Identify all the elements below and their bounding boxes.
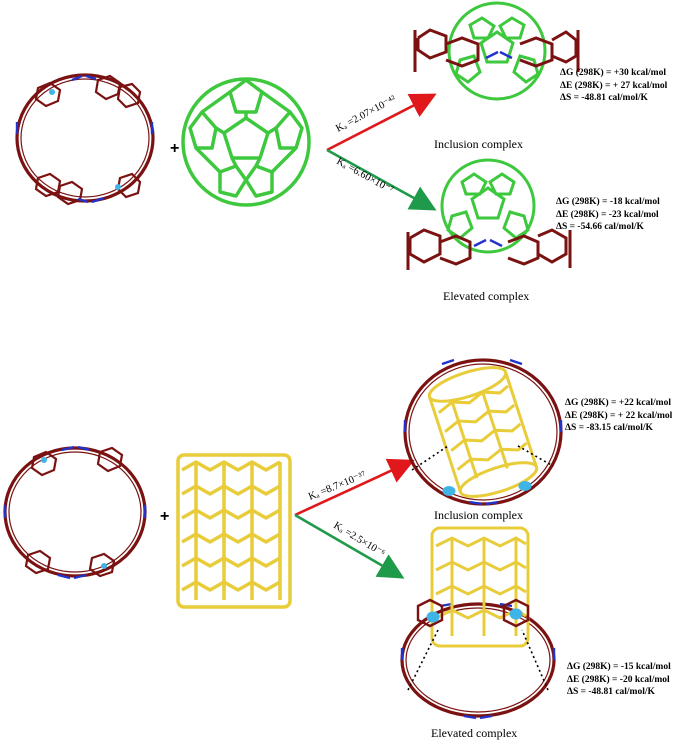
delta-s-line: ΔS = -48.81 cal/mol/K [567, 687, 655, 697]
inclusion-complex-bottom [403, 358, 563, 506]
thermo-inclusion-top: ΔG (298K) = +30 kcal/mol ΔE (298K) = + 2… [560, 67, 667, 105]
arrow-to-elevated-top [326, 148, 437, 211]
arrow-to-inclusion-bottom [294, 458, 415, 517]
inclusion-caption-top: Inclusion complex [434, 137, 523, 151]
delta-e-line: ΔE (298K) = -23 kcal/mol [556, 209, 659, 220]
delta-s-line: ΔS = -48.81 cal/mol/K [560, 93, 648, 103]
thermo-elevated-top: ΔG (298K) = -18 kcal/mol ΔE (298K) = -23… [556, 196, 660, 234]
k-value-elevated-top: Kₐ =6.60×10⁻⁷ [335, 156, 396, 196]
delta-g-line: ΔG (298K) = -15 kcal/mol [567, 662, 671, 672]
delta-e-line: ΔE (298K) = + 22 kcal/mol [565, 410, 673, 421]
macrocycle-top-left [15, 73, 155, 206]
delta-e-line: ΔE (298K) = -20 kcal/mol [567, 674, 670, 685]
elevated-caption-bottom: Elevated complex [431, 726, 517, 740]
delta-e-line: ΔE (298K) = + 27 kcal/mol [560, 80, 668, 91]
delta-s-line: ΔS = -83.15 cal/mol/K [565, 423, 653, 433]
delta-g-line: ΔG (298K) = +22 kcal/mol [565, 398, 671, 408]
delta-s-line: ΔS = -54.66 cal/mol/K [556, 222, 644, 232]
inclusion-caption-bottom: Inclusion complex [434, 508, 523, 522]
fullerene-c60 [181, 77, 311, 207]
elevated-caption-top: Elevated complex [443, 289, 529, 303]
arrow-to-inclusion-top [326, 93, 437, 152]
arrow-to-elevated-bottom [294, 513, 405, 579]
delta-g-line: ΔG (298K) = +30 kcal/mol [560, 68, 666, 78]
delta-g-line: ΔG (298K) = -18 kcal/mol [556, 197, 660, 207]
elevated-complex-top [406, 158, 572, 270]
thermo-inclusion-bottom: ΔG (298K) = +22 kcal/mol ΔE (298K) = + 2… [565, 397, 672, 435]
plus-sign-top: + [170, 140, 179, 157]
plus-sign-bottom: + [160, 508, 169, 525]
macrocycle-bottom-left [3, 445, 147, 580]
inclusion-complex-top [413, 1, 580, 101]
elevated-complex-bottom [400, 526, 556, 720]
thermo-elevated-bottom: ΔG (298K) = -15 kcal/mol ΔE (298K) = -20… [567, 661, 671, 699]
carbon-nanotube [176, 453, 292, 609]
